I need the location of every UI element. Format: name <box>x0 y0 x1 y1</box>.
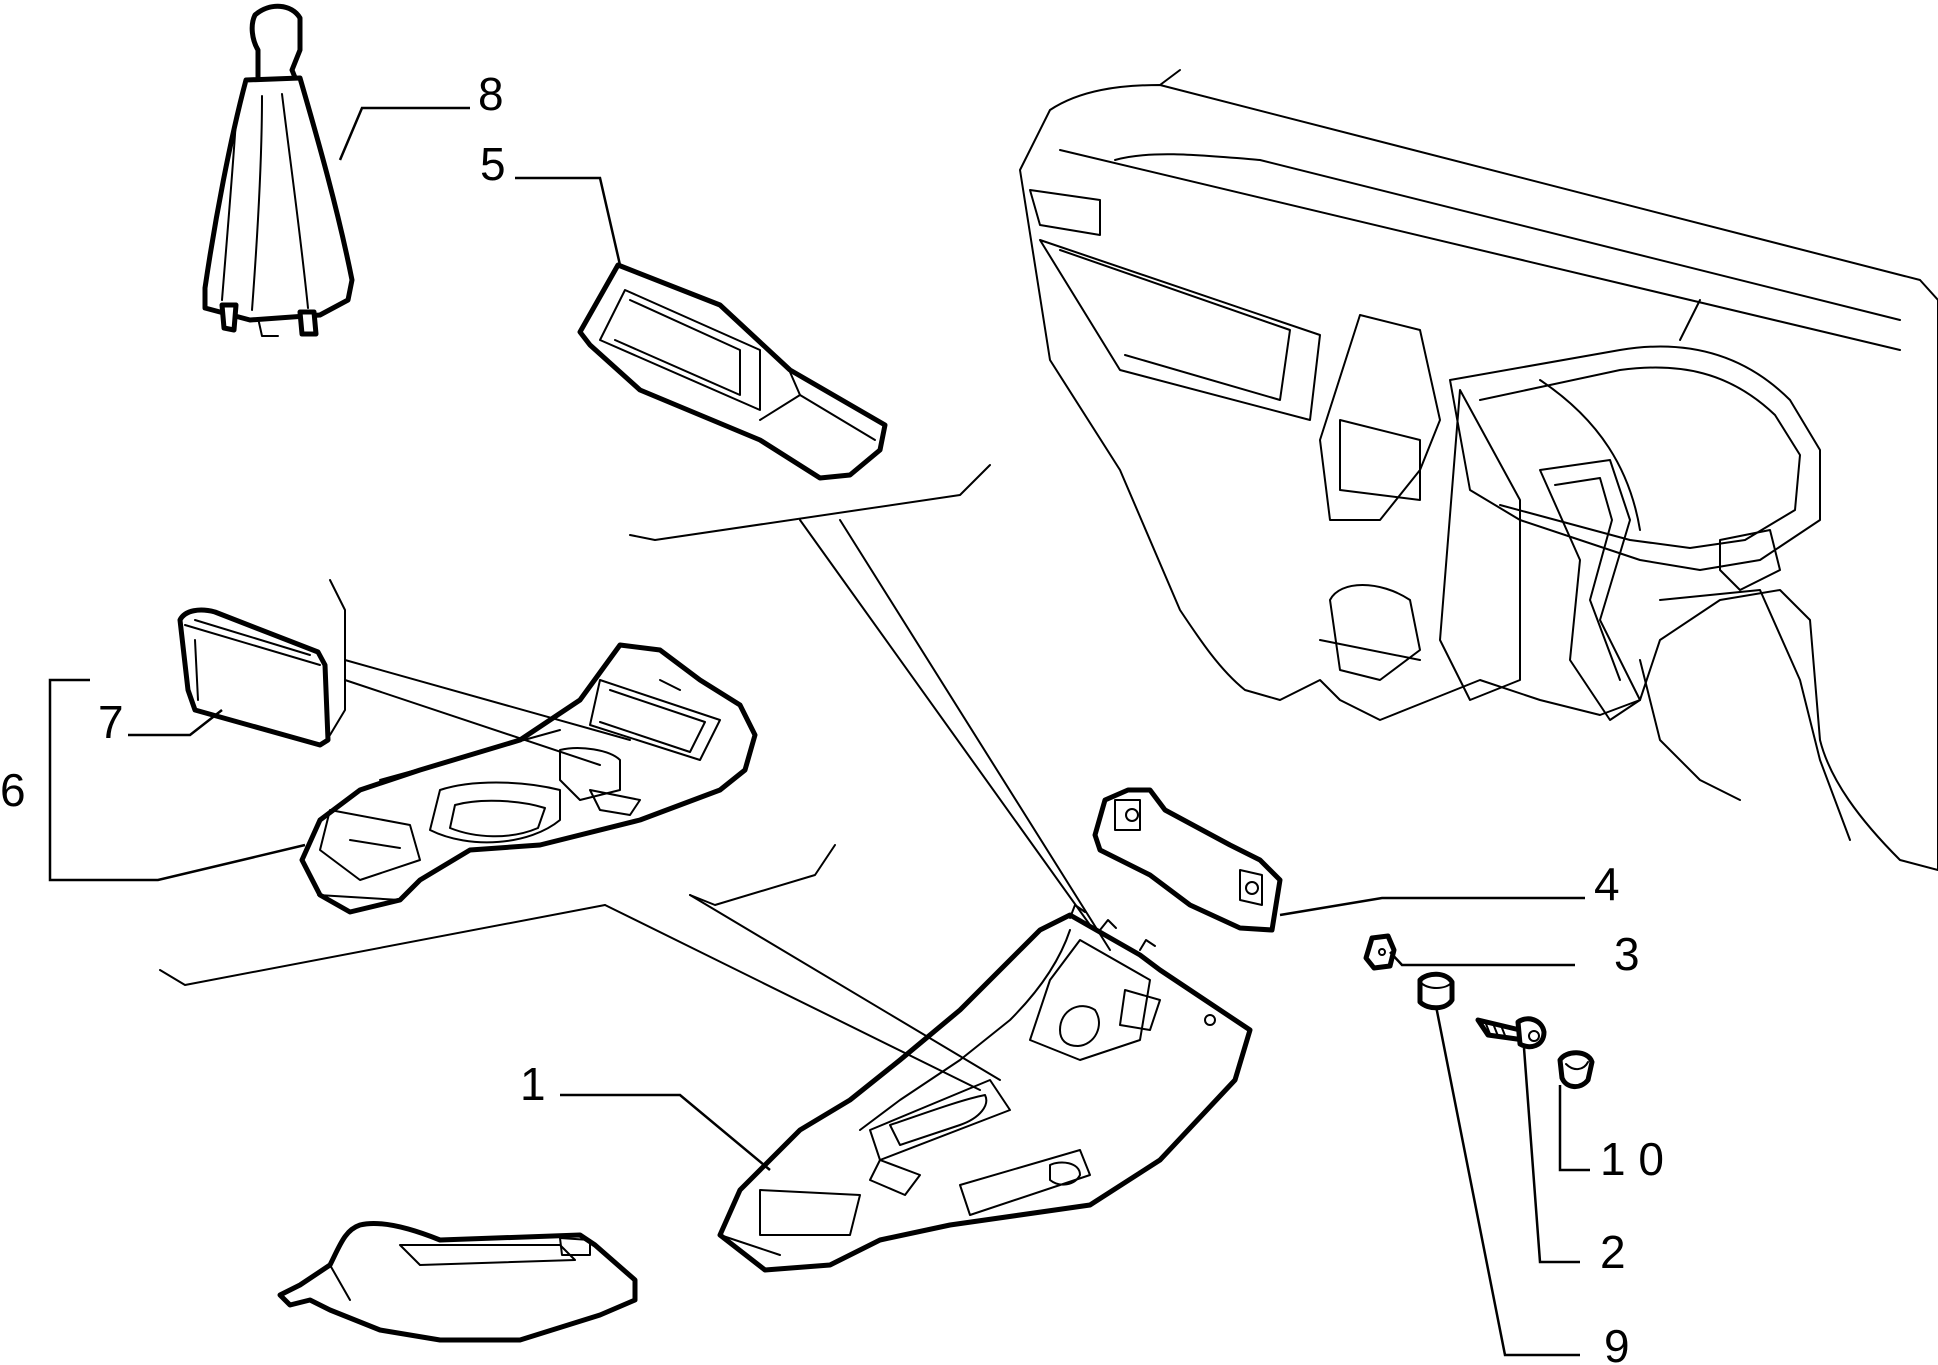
storage-insert-panel <box>577 262 888 481</box>
cap-10 <box>1557 1050 1595 1089</box>
callout-7: 7 <box>98 696 124 748</box>
callout-2: 2 <box>1600 1226 1626 1278</box>
upper-console-trim <box>299 642 758 915</box>
callout-8: 8 <box>478 68 504 120</box>
callout-6: 6 <box>0 764 26 816</box>
callout-10: 1 0 <box>1600 1133 1664 1185</box>
mounting-bracket <box>1092 787 1283 933</box>
callout-9: 9 <box>1604 1320 1630 1365</box>
lower-cover <box>277 1220 638 1343</box>
callout-5: 5 <box>480 138 506 190</box>
callout-labels: 8 5 7 6 4 3 1 1 0 2 9 <box>0 68 1664 1365</box>
screw-2 <box>1475 1016 1547 1050</box>
clip-3 <box>1363 933 1397 971</box>
center-console-body <box>717 904 1253 1273</box>
assembly-guide-lines <box>159 464 1111 1091</box>
coin-tray <box>177 607 331 748</box>
leader-lines <box>48 106 1590 1357</box>
callout-3: 3 <box>1614 928 1640 980</box>
gear-knob-boot <box>202 3 355 337</box>
dashboard-assembly <box>1019 69 1938 871</box>
bush-9 <box>1417 971 1455 1011</box>
callout-4: 4 <box>1594 858 1620 910</box>
callout-1: 1 <box>520 1058 546 1110</box>
